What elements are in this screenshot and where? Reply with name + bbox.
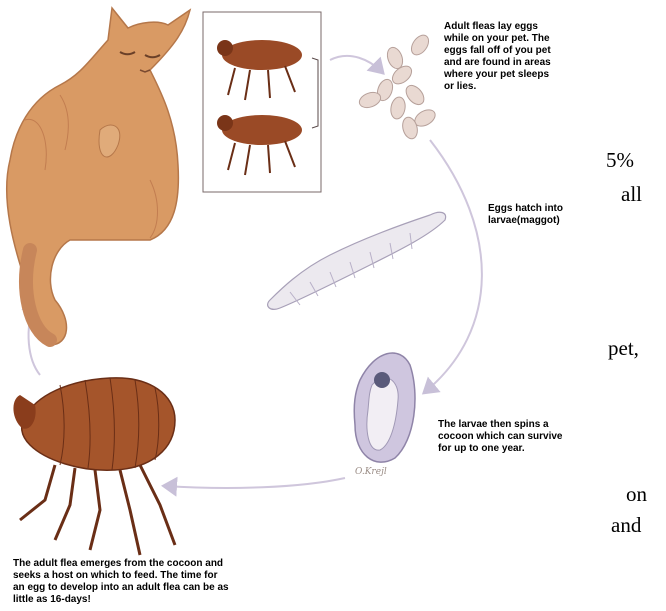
arrow-adult-to-eggs [330,56,382,72]
side-text-2: all [621,182,642,207]
side-text-4: on [626,482,647,507]
cocoon-caption: The larvae then spins a cocoon which can… [438,419,588,455]
larva-illustration [268,212,446,309]
adult-flea-inset-frame [203,12,321,192]
larva-caption: Eggs hatch into larvae(maggot) [488,203,598,227]
arrow-cocoon-to-adult [165,478,345,488]
arrow-eggs-to-cocoon [425,140,482,392]
side-text-3: pet, [608,336,639,361]
cat-illustration [7,8,190,345]
cocoon-illustration [354,353,415,462]
artist-signature: O.Krejl [355,467,387,477]
adult-flea-illustration [13,378,175,555]
side-text-5: and [611,513,641,538]
eggs-illustration [357,32,438,140]
eggs-caption: Adult fleas lay eggs while on your pet. … [444,21,604,93]
side-text-1: 5% [606,148,634,173]
adult-caption: The adult flea emerges from the cocoon a… [13,558,273,606]
